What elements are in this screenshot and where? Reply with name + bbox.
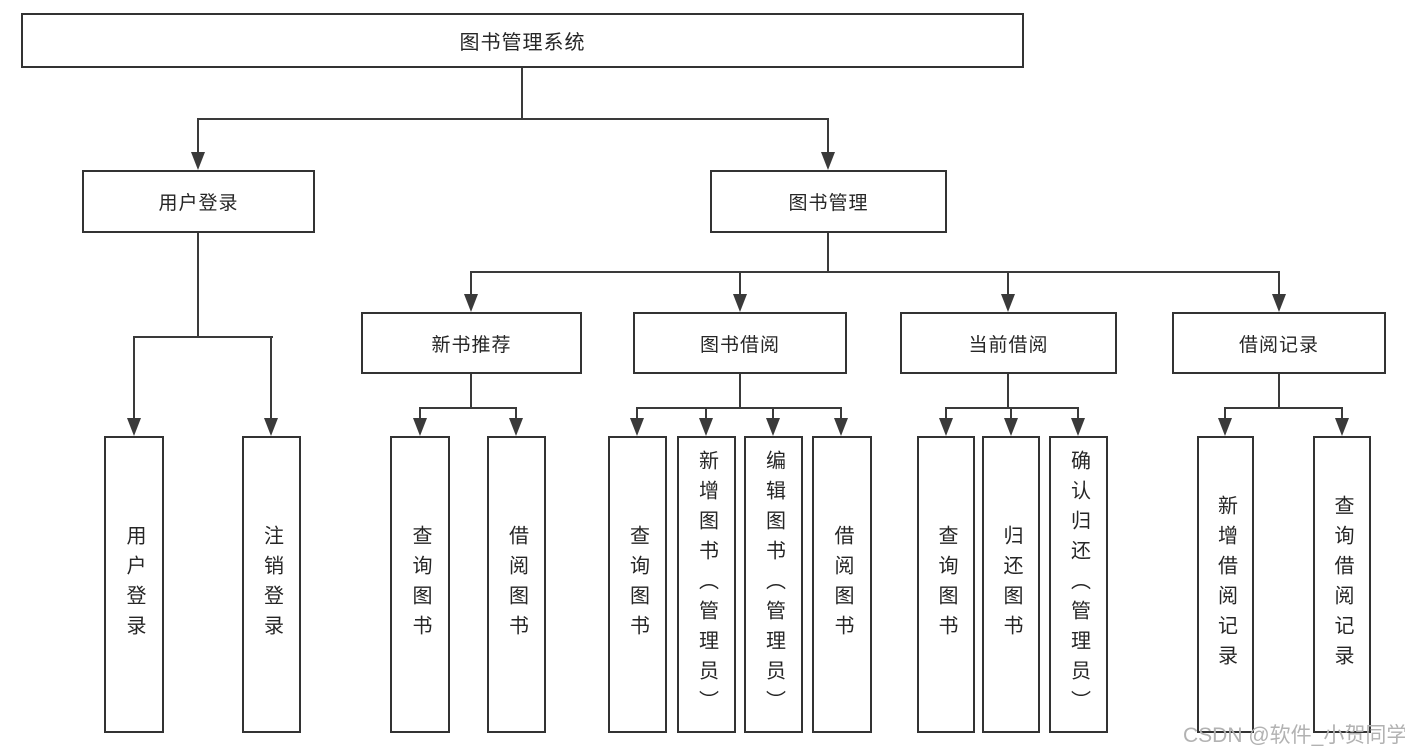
- arrow-down-icon: [264, 418, 278, 436]
- arrow-down-icon: [939, 418, 953, 436]
- connector-line: [1077, 409, 1079, 420]
- connector-line: [1278, 374, 1280, 408]
- connector-line: [470, 273, 472, 296]
- leaf-label: 查询借阅记录: [1331, 494, 1353, 675]
- arrow-down-icon: [127, 418, 141, 436]
- node-new-book-recommend: 新书推荐: [361, 312, 582, 374]
- connector-line: [945, 409, 947, 420]
- arrow-down-icon: [834, 418, 848, 436]
- leaf-borrow-books: 借阅图书: [812, 436, 872, 733]
- connector-line: [521, 68, 523, 119]
- connector-line: [739, 273, 741, 296]
- arrow-down-icon: [766, 418, 780, 436]
- leaf-label: 新增图书（管理员）: [695, 449, 718, 720]
- leaf-query-borrow-record: 查询借阅记录: [1313, 436, 1371, 733]
- connector-line: [197, 233, 199, 337]
- watermark: CSDN @软件_小贺同学: [1183, 724, 1405, 747]
- connector-line: [636, 409, 638, 420]
- leaf-label: 用户登录: [123, 524, 145, 645]
- connector-line: [1224, 409, 1226, 420]
- arrow-down-icon: [1335, 418, 1349, 436]
- leaf-borrow-books-recommend: 借阅图书: [487, 436, 546, 733]
- arrow-down-icon: [821, 152, 835, 170]
- arrow-down-icon: [1004, 418, 1018, 436]
- leaf-label: 归还图书: [1000, 524, 1022, 645]
- connector-line: [270, 338, 272, 420]
- leaf-label: 查询图书: [409, 524, 431, 645]
- connector-line: [470, 374, 472, 408]
- connector-line: [470, 271, 1280, 273]
- arrow-down-icon: [699, 418, 713, 436]
- connector-line: [827, 120, 829, 156]
- leaf-query-books-borrow: 查询图书: [608, 436, 667, 733]
- connector-line: [705, 409, 707, 420]
- arrow-down-icon: [1272, 294, 1286, 312]
- leaf-label: 注销登录: [260, 524, 283, 645]
- arrow-down-icon: [1071, 418, 1085, 436]
- connector-line: [1010, 409, 1012, 420]
- leaf-label: 借阅图书: [831, 524, 853, 645]
- connector-line: [419, 407, 517, 409]
- connector-line: [1278, 273, 1280, 296]
- connector-line: [840, 409, 842, 420]
- node-book-borrow: 图书借阅: [633, 312, 847, 374]
- leaf-label: 确认归还（管理员）: [1067, 449, 1090, 720]
- leaf-label: 编辑图书（管理员）: [762, 449, 785, 720]
- node-borrow-record: 借阅记录: [1172, 312, 1386, 374]
- leaf-label: 查询图书: [626, 524, 649, 645]
- leaf-logout: 注销登录: [242, 436, 301, 733]
- connector-line: [772, 409, 774, 420]
- connector-line: [197, 118, 829, 120]
- arrow-down-icon: [413, 418, 427, 436]
- leaf-label: 借阅图书: [505, 524, 528, 645]
- leaf-query-books-recommend: 查询图书: [390, 436, 450, 733]
- leaf-label: 新增借阅记录: [1214, 494, 1237, 675]
- leaf-add-borrow-record: 新增借阅记录: [1197, 436, 1254, 733]
- connector-line: [133, 336, 273, 338]
- arrow-down-icon: [464, 294, 478, 312]
- leaf-return-books: 归还图书: [982, 436, 1040, 733]
- connector-line: [739, 374, 741, 408]
- leaf-label: 查询图书: [935, 524, 957, 645]
- connector-line: [133, 338, 135, 420]
- connector-line: [945, 407, 1079, 409]
- node-current-borrow: 当前借阅: [900, 312, 1117, 374]
- arrow-down-icon: [733, 294, 747, 312]
- arrow-down-icon: [509, 418, 523, 436]
- connector-line: [827, 233, 829, 272]
- node-book-management: 图书管理: [710, 170, 947, 233]
- connector-line: [419, 409, 421, 420]
- connector-line: [197, 120, 199, 156]
- leaf-confirm-return-admin: 确认归还（管理员）: [1049, 436, 1108, 733]
- connector-line: [636, 407, 842, 409]
- connector-line: [515, 409, 517, 420]
- arrow-down-icon: [630, 418, 644, 436]
- connector-line: [1007, 374, 1009, 408]
- node-root: 图书管理系统: [21, 13, 1024, 68]
- leaf-query-books-current: 查询图书: [917, 436, 975, 733]
- arrow-down-icon: [1001, 294, 1015, 312]
- node-user-login: 用户登录: [82, 170, 315, 233]
- connector-line: [1224, 407, 1343, 409]
- leaf-user-login: 用户登录: [104, 436, 164, 733]
- arrow-down-icon: [1218, 418, 1232, 436]
- arrow-down-icon: [191, 152, 205, 170]
- connector-line: [1007, 273, 1009, 296]
- leaf-add-books-admin: 新增图书（管理员）: [677, 436, 736, 733]
- leaf-edit-books-admin: 编辑图书（管理员）: [744, 436, 803, 733]
- connector-line: [1341, 409, 1343, 420]
